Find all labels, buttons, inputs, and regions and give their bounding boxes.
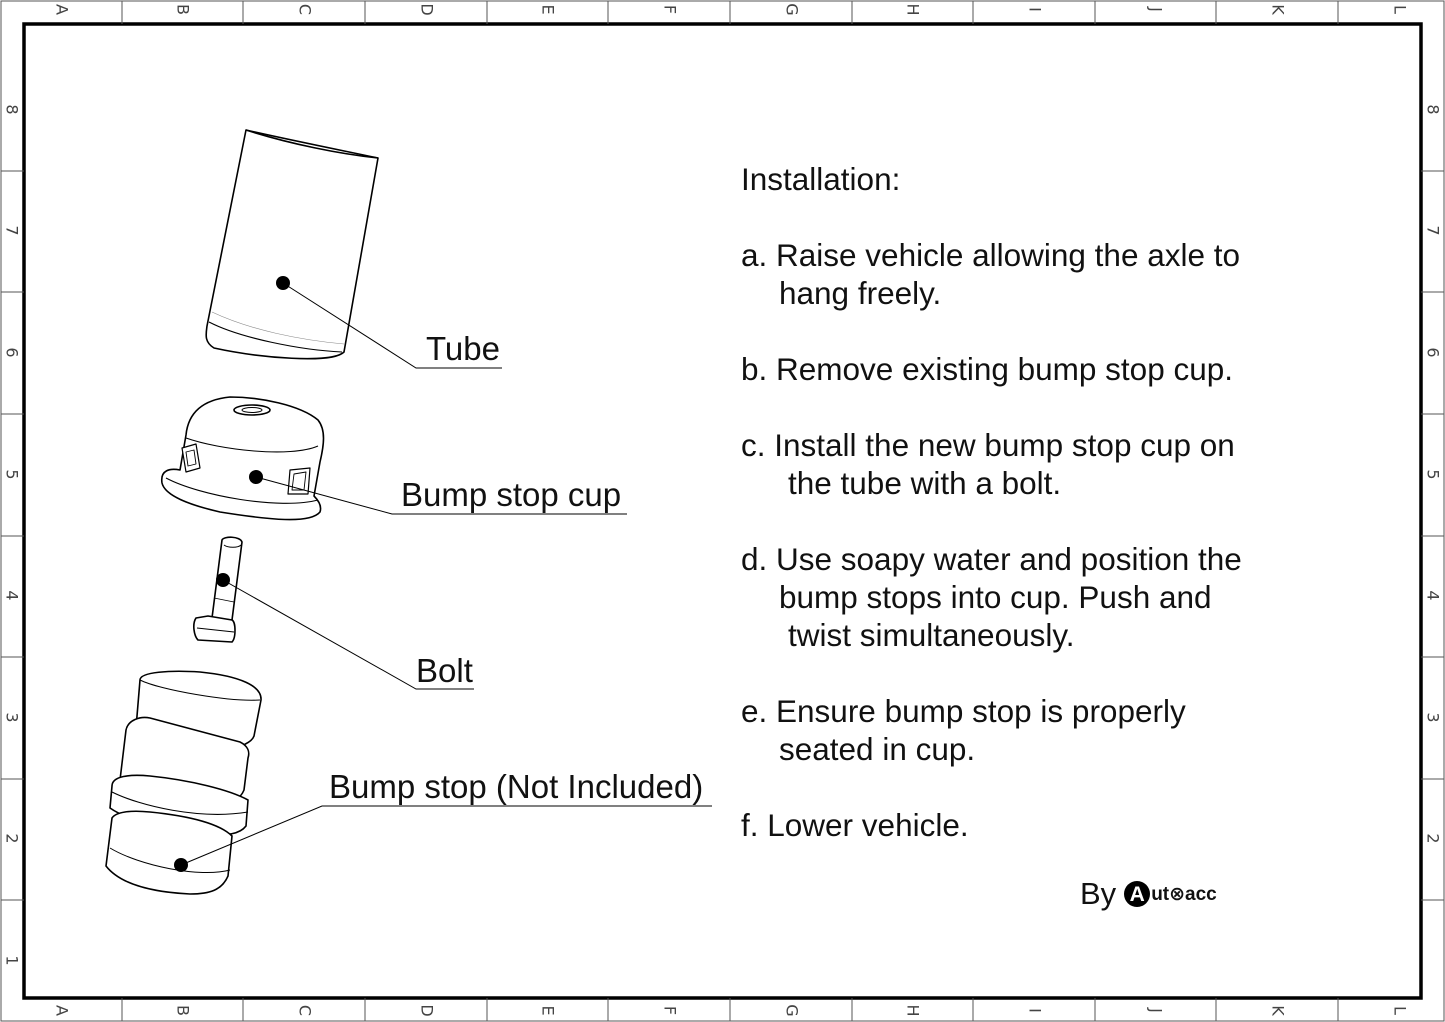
ruler-row-1-left: 1 — [2, 955, 22, 966]
bolt-part — [193, 536, 243, 643]
leader-lines — [180, 282, 712, 866]
bump-stop-part — [105, 670, 262, 895]
ruler-col-h-bottom: H — [903, 1004, 923, 1017]
instruction-step-d-line3: twist simultaneously. — [788, 617, 1075, 653]
ruler-col-j-top: J — [1146, 7, 1166, 12]
column-ticks — [121, 1, 1339, 1021]
ruler-col-a-bottom: A — [52, 1005, 72, 1016]
ruler-col-e-bottom: E — [538, 1005, 558, 1016]
instruction-step-a-line1: a. Raise vehicle allowing the axle to — [741, 237, 1241, 273]
ruler-col-l-bottom: L — [1390, 1006, 1410, 1015]
instruction-step-d: d. Use soapy water and position the bump… — [741, 540, 1242, 654]
ruler-row-4-right: 4 — [1423, 590, 1443, 601]
tube-label: Tube — [426, 330, 500, 367]
ruler-col-g-top: G — [782, 3, 802, 16]
ruler-col-i-bottom: I — [1025, 1008, 1045, 1013]
ruler-row-2-right: 2 — [1423, 833, 1443, 844]
instruction-step-d-line2: bump stops into cup. Push and — [779, 579, 1212, 615]
ruler-col-h-top: H — [903, 3, 923, 16]
credit-by: By — [1080, 876, 1117, 911]
bump-stop-label: Bump stop (Not Included) — [329, 768, 704, 805]
autoacc-logo-icon: A — [1124, 881, 1151, 907]
ruler-col-g-bottom: G — [782, 1004, 802, 1017]
instruction-step-b: b. Remove existing bump stop cup. — [741, 350, 1233, 388]
instruction-step-f-line1: f. Lower vehicle. — [741, 807, 969, 843]
instruction-step-c-line2: the tube with a bolt. — [788, 465, 1062, 501]
ruler-col-d-bottom: D — [417, 1004, 437, 1017]
tube-part — [205, 129, 379, 360]
leader-dots — [174, 276, 290, 872]
ruler-row-7-right: 7 — [1423, 225, 1443, 236]
autoacc-logo-text: ut⊗acc — [1151, 883, 1217, 905]
instruction-step-d-line1: d. Use soapy water and position the — [741, 541, 1242, 577]
ruler-row-6-right: 6 — [1423, 347, 1443, 358]
instructions-title: Installation: — [741, 161, 901, 197]
ruler-col-c-bottom: C — [295, 1004, 315, 1017]
instruction-step-e-line2: seated in cup. — [779, 731, 976, 767]
bump-stop-cup-part — [160, 396, 325, 521]
instruction-step-e-line1: e. Ensure bump stop is properly — [741, 693, 1186, 729]
instruction-step-a: a. Raise vehicle allowing the axle to ha… — [741, 236, 1240, 312]
ruler-col-f-bottom: F — [660, 1005, 680, 1016]
row-ticks — [1, 170, 1444, 901]
instruction-step-e: e. Ensure bump stop is properly seated i… — [741, 692, 1186, 768]
exploded-parts-illustration — [105, 129, 712, 895]
ruler-row-5-right: 5 — [1423, 469, 1443, 480]
ruler-col-k-top: K — [1268, 4, 1288, 15]
instruction-step-f: f. Lower vehicle. — [741, 806, 969, 844]
bolt-label: Bolt — [416, 652, 473, 689]
instruction-step-c-line1: c. Install the new bump stop cup on — [741, 427, 1235, 463]
instruction-step-c: c. Install the new bump stop cup on the … — [741, 426, 1235, 502]
ruler-col-j-bottom: J — [1146, 1008, 1166, 1013]
ruler-row-8-right: 8 — [1423, 104, 1443, 115]
ruler-col-l-top: L — [1390, 5, 1410, 14]
instruction-step-a-line2: hang freely. — [779, 275, 942, 311]
bump-stop-cup-label: Bump stop cup — [401, 476, 622, 513]
ruler-row-3-right: 3 — [1423, 712, 1443, 723]
ruler-col-k-bottom: K — [1268, 1005, 1288, 1016]
ruler-col-b-bottom: B — [173, 1005, 193, 1016]
instruction-step-b-line1: b. Remove existing bump stop cup. — [741, 351, 1234, 387]
credit: By A ut⊗acc — [1080, 876, 1217, 912]
ruler-col-i-top: I — [1025, 7, 1045, 12]
